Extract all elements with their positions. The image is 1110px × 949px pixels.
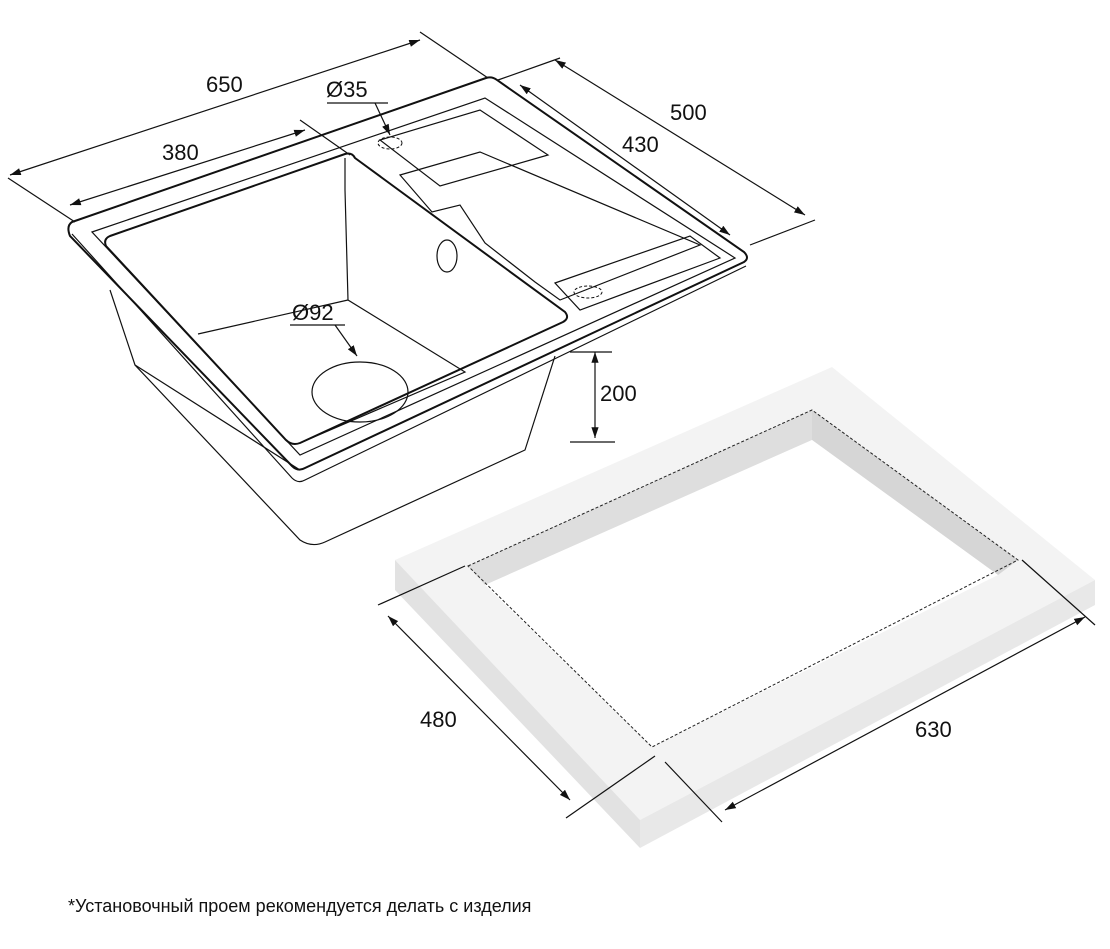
label-tap-hole: Ø35 — [326, 77, 368, 102]
label-200: 200 — [600, 381, 637, 406]
countertop — [395, 367, 1095, 848]
dimension-lines — [7, 31, 1096, 823]
label-650: 650 — [206, 72, 243, 97]
label-380: 380 — [162, 140, 199, 165]
label-drain: Ø92 — [292, 300, 334, 325]
dimension-labels: 650 380 Ø35 500 430 Ø92 200 480 630 — [162, 72, 952, 742]
label-500: 500 — [670, 100, 707, 125]
label-480: 480 — [420, 707, 457, 732]
footnote: *Установочный проем рекомендуется делать… — [68, 896, 532, 916]
label-430: 430 — [622, 132, 659, 157]
cutout-outline — [467, 409, 1019, 748]
label-630: 630 — [915, 717, 952, 742]
